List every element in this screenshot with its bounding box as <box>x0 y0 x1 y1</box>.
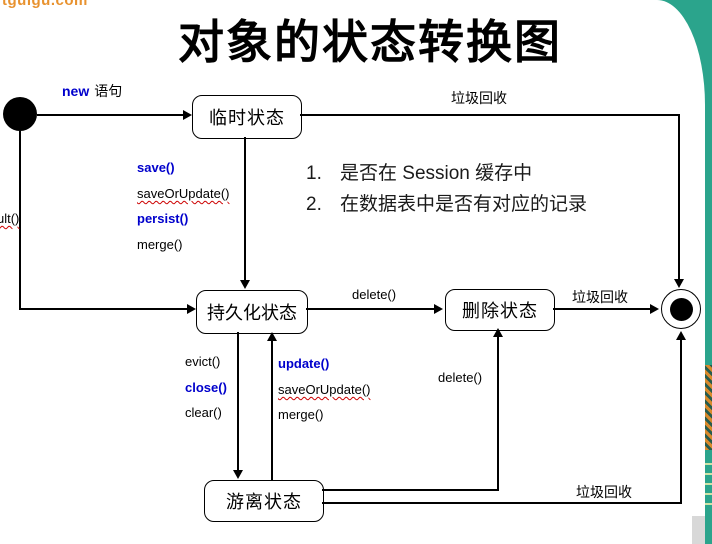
note-item: 1. 是否在 Session 缓存中 <box>306 158 587 189</box>
state-persistent-label: 持久化状态 <box>207 303 297 323</box>
final-state-inner-dot <box>669 297 693 321</box>
label-merge-1: merge() <box>137 237 183 252</box>
stripe-line-pattern <box>705 455 712 510</box>
arrowhead-into-persistent-bottom <box>267 332 277 341</box>
label-clear: clear() <box>185 405 222 420</box>
note-number: 1. <box>306 163 322 184</box>
arrowhead-into-persistent-top <box>240 280 250 289</box>
label-gc-top: 垃圾回收 <box>451 90 507 106</box>
label-saveorupdate-1: saveOrUpdate() <box>137 186 230 201</box>
edge-persistent-to-removed <box>306 308 434 310</box>
label-delete-top: delete() <box>352 287 397 302</box>
label-close: close() <box>185 380 227 395</box>
edge-left-to-persistent <box>19 308 187 310</box>
edge-detached-gc-vertical <box>680 340 682 504</box>
label-gc-mid: 垃圾回收 <box>572 289 628 305</box>
stripe-orange-pattern <box>705 365 712 450</box>
note-item: 2. 在数据表中是否有对应的记录 <box>306 189 587 220</box>
arrowhead-into-removed-bottom <box>493 328 503 337</box>
notes-list: 1. 是否在 Session 缓存中 2. 在数据表中是否有对应的记录 <box>306 158 587 220</box>
label-delete-right: delete() <box>438 370 483 385</box>
site-logo: tguigu.com <box>2 0 88 9</box>
label-new-suffix: 语句 <box>94 83 123 99</box>
gray-corner-accent <box>692 516 705 544</box>
state-removed: 删除状态 <box>445 289 555 331</box>
rounded-corner-mask <box>582 0 705 150</box>
page-title: 对象的状态转换图 <box>178 16 562 68</box>
right-edge-stripe <box>705 0 712 544</box>
state-persistent: 持久化状态 <box>196 290 308 334</box>
edge-detached-to-removed-vertical <box>497 337 499 491</box>
edge-transient-gc-horizontal <box>300 114 680 116</box>
note-text: 是否在 Session 缓存中 <box>340 163 533 184</box>
initial-state-node <box>3 97 37 131</box>
state-removed-label: 删除状态 <box>462 301 538 321</box>
label-cutoff-method: ult() <box>0 211 20 226</box>
state-transient-label: 临时状态 <box>209 108 285 128</box>
label-update: update() <box>278 356 330 371</box>
state-detached: 游离状态 <box>204 480 324 522</box>
arrowhead-into-detached <box>233 470 243 479</box>
edge-removed-to-final <box>553 308 650 310</box>
arrowhead-into-persistent-left <box>187 304 196 314</box>
edge-transient-to-persistent <box>244 137 246 280</box>
edge-initial-down <box>19 131 21 308</box>
edge-detached-to-removed-horizontal <box>322 489 499 491</box>
label-new-keyword: new <box>62 83 90 99</box>
label-save: save() <box>137 160 175 175</box>
arrowhead-into-transient <box>183 110 192 120</box>
note-number: 2. <box>306 194 322 215</box>
final-state-node <box>661 289 701 329</box>
edge-detached-to-persistent <box>271 341 273 480</box>
state-transient: 临时状态 <box>192 95 302 139</box>
arrowhead-into-final-left <box>650 304 659 314</box>
edge-persistent-to-detached <box>237 332 239 470</box>
label-gc-bottom: 垃圾回收 <box>576 484 632 500</box>
label-saveorupdate-2: saveOrUpdate() <box>278 382 371 397</box>
edge-detached-gc-horizontal <box>322 502 682 504</box>
note-text: 在数据表中是否有对应的记录 <box>340 194 588 215</box>
edge-transient-gc-vertical <box>678 114 680 279</box>
arrowhead-into-final-top <box>674 279 684 288</box>
edge-initial-to-transient <box>37 114 184 116</box>
label-persist: persist() <box>137 211 189 226</box>
arrowhead-into-removed <box>434 304 443 314</box>
state-detached-label: 游离状态 <box>226 492 302 512</box>
label-evict: evict() <box>185 354 221 369</box>
label-merge-2: merge() <box>278 407 324 422</box>
arrowhead-into-final-bottom <box>676 331 686 340</box>
